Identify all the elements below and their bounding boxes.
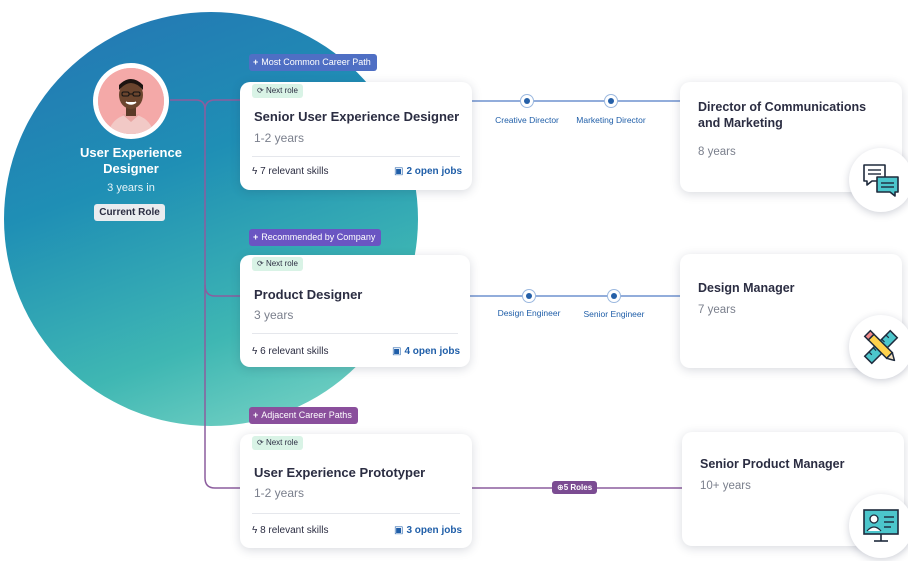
avatar[interactable] — [93, 63, 169, 139]
goal-role-title: Design Manager — [698, 281, 795, 295]
goal-icon-badge — [849, 315, 908, 379]
route-step-label: Marketing Director — [576, 115, 646, 125]
route-step-label: Senior Engineer — [583, 309, 645, 319]
open-jobs-link[interactable]: ▣2 open jobs — [393, 166, 462, 177]
path-tag-adjacent: +Adjacent Career Paths — [249, 407, 358, 424]
card-divider — [252, 513, 460, 514]
goal-role-years: 10+ years — [700, 480, 751, 492]
plus-icon: + — [253, 232, 259, 242]
lightning-icon: ϟ — [252, 346, 261, 357]
arrow-right-icon: ⟳ — [257, 86, 266, 95]
ruler-pencil-icon — [863, 329, 899, 365]
goal-icon-badge — [849, 494, 908, 558]
relevant-skills-link[interactable]: ϟ 6 relevant skills — [252, 346, 329, 357]
relevant-skills-link[interactable]: ϟ 7 relevant skills — [252, 166, 329, 177]
chat-bubbles-icon — [863, 164, 899, 197]
next-role-pill: ⟳ Next role — [252, 257, 303, 271]
card-divider — [252, 333, 458, 334]
card-role-years: 1-2 years — [254, 131, 305, 145]
current-role-tenure: 3 years in — [107, 182, 155, 194]
card-role-title: Senior User Experience Designer — [254, 109, 460, 124]
roles-count-pill[interactable]: ⊕5 Roles — [552, 481, 598, 494]
plus-icon: + — [253, 57, 259, 67]
route-step-node[interactable] — [522, 289, 536, 303]
card-divider — [252, 156, 460, 157]
card-role-years: 3 years — [254, 308, 294, 322]
arrow-right-icon: ⟳ — [257, 438, 266, 447]
next-role-pill: ⟳ Next role — [252, 436, 303, 450]
connector-trunk — [170, 99, 240, 489]
open-jobs-link[interactable]: ▣3 open jobs — [393, 525, 462, 536]
path-tag-recommended: +Recommended by Company — [249, 229, 382, 246]
briefcase-icon: ▣ — [393, 525, 404, 536]
route-step-label: Design Engineer — [497, 308, 561, 318]
relevant-skills-link[interactable]: ϟ 8 relevant skills — [252, 525, 329, 536]
lightning-icon: ϟ — [252, 525, 261, 536]
briefcase-icon: ▣ — [391, 346, 402, 357]
connector-to-path-1 — [204, 99, 240, 111]
briefcase-icon: ▣ — [393, 166, 404, 177]
arrow-right-icon: ⟳ — [257, 259, 266, 268]
path-tag-most-common: +Most Common Career Path — [249, 54, 377, 71]
next-role-card-3[interactable]: ⟳ Next role User Experience Prototyper 1… — [240, 434, 472, 548]
route-step-node[interactable] — [607, 289, 621, 303]
plus-icon: + — [253, 410, 259, 420]
goal-role-years: 7 years — [698, 304, 736, 316]
person-portrait-icon — [98, 68, 164, 134]
current-role-badge: Current Role — [94, 204, 165, 221]
lightning-icon: ϟ — [252, 166, 261, 177]
route-step-label: Creative Director — [495, 115, 559, 125]
open-jobs-link[interactable]: ▣4 open jobs — [391, 346, 460, 357]
route-step-node[interactable] — [520, 94, 534, 108]
card-role-years: 1-2 years — [254, 486, 305, 500]
next-role-card-1[interactable]: ⟳ Next role Senior User Experience Desig… — [240, 82, 472, 190]
goal-role-title: Senior Product Manager — [700, 457, 845, 471]
next-role-card-2[interactable]: ⟳ Next role Product Designer 3 years ϟ 6… — [240, 255, 470, 367]
plus-circle-icon: ⊕ — [557, 483, 564, 492]
connector-to-path-2 — [204, 284, 240, 297]
goal-role-years: 8 years — [698, 146, 736, 158]
goal-role-title: Director of Communications and Marketing — [698, 100, 867, 130]
next-role-pill: ⟳ Next role — [252, 84, 303, 98]
card-role-title: User Experience Prototyper — [254, 465, 426, 480]
presentation-screen-icon — [863, 509, 899, 542]
current-role-title: User Experience Designer — [80, 145, 182, 176]
goal-icon-badge — [849, 148, 908, 212]
card-role-title: Product Designer — [254, 287, 363, 302]
route-step-node[interactable] — [604, 94, 618, 108]
